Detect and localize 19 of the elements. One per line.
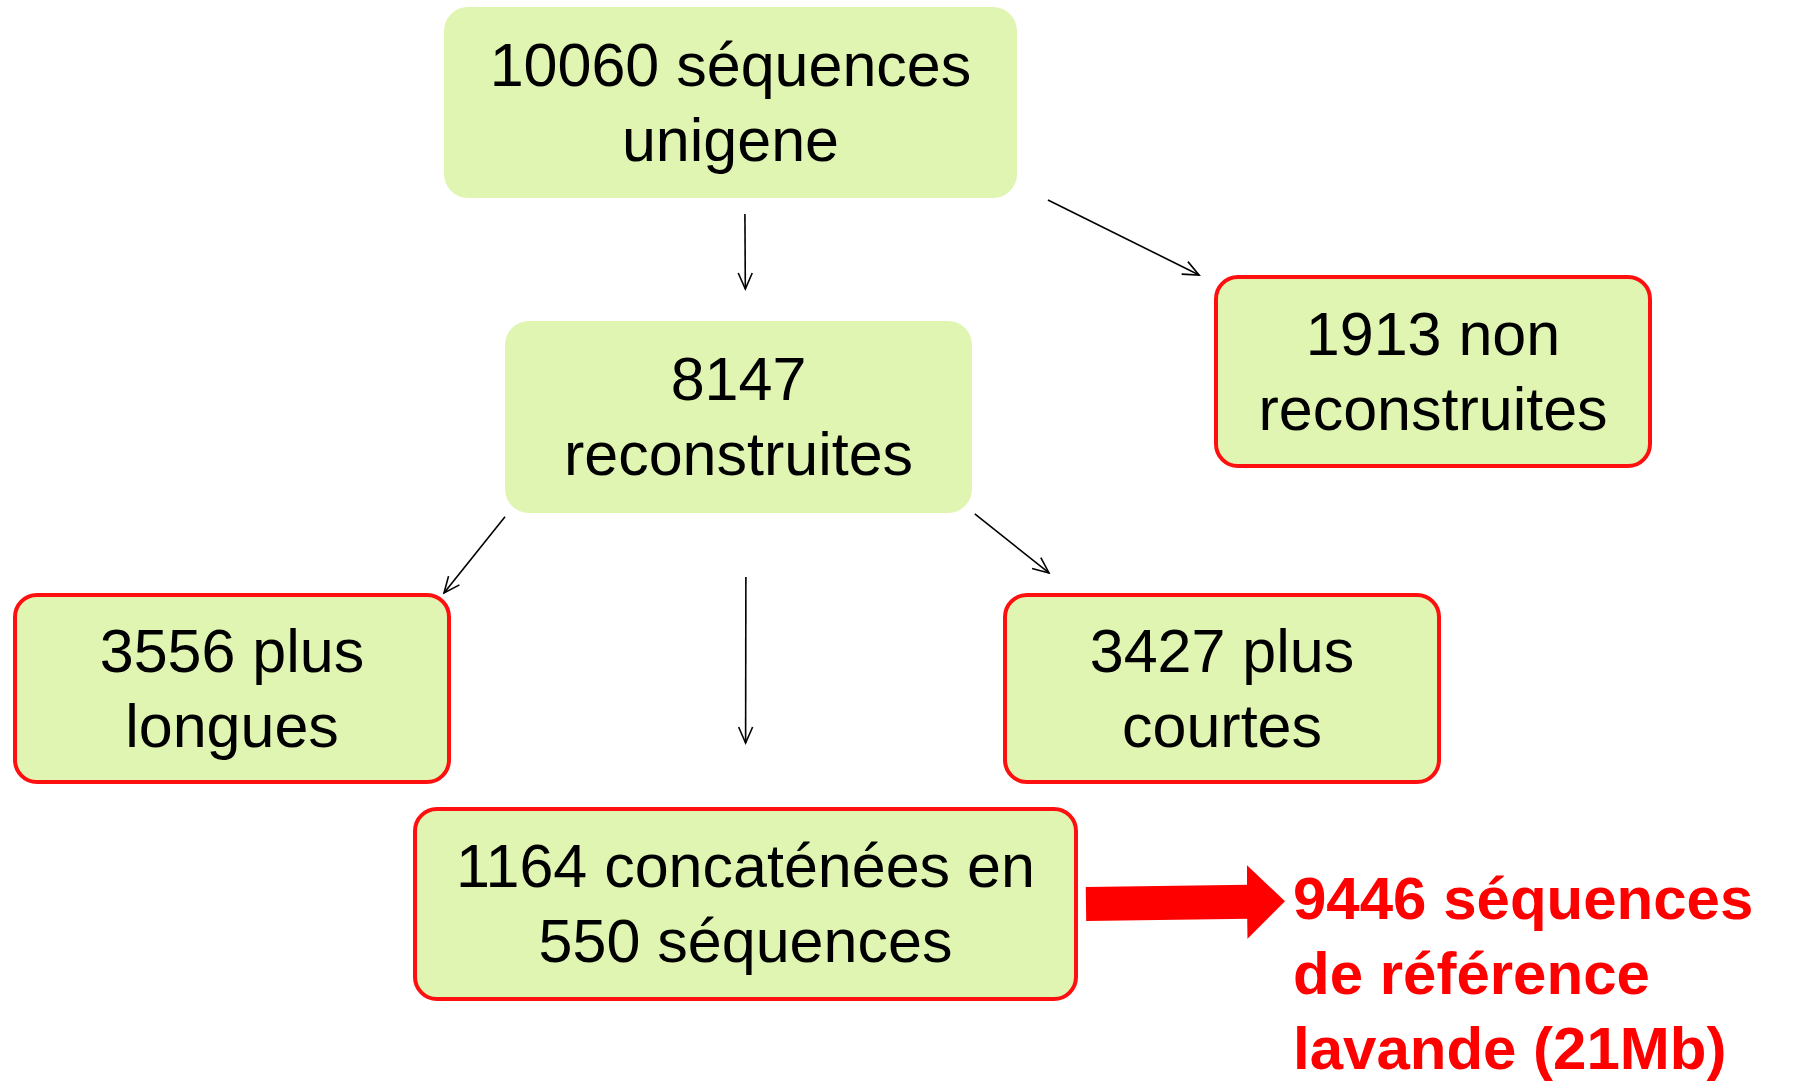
arrow — [737, 576, 754, 744]
result-text: 9446 séquences de référence lavande (21Mb) — [1293, 864, 1755, 1084]
box-text: 1913 non reconstruites — [1257, 298, 1609, 445]
arrow — [1047, 199, 1200, 276]
arrow — [974, 513, 1050, 574]
arrow — [443, 516, 506, 594]
box-text: 1164 concaténées en 550 séquences — [455, 831, 1036, 977]
result-box — [1214, 275, 1652, 468]
process-box — [505, 321, 972, 513]
box-text: 10060 séquences unigene — [488, 29, 973, 176]
block-arrow — [1085, 864, 1285, 939]
box-text: 3556 plus longues — [98, 615, 366, 762]
result-box — [413, 807, 1078, 1001]
process-box — [444, 7, 1017, 198]
result-box — [13, 593, 451, 784]
arrow — [737, 213, 754, 290]
box-text: 3427 plus courtes — [1088, 615, 1356, 762]
result-box — [1003, 593, 1441, 784]
box-text: 8147 reconstruites — [562, 344, 915, 490]
